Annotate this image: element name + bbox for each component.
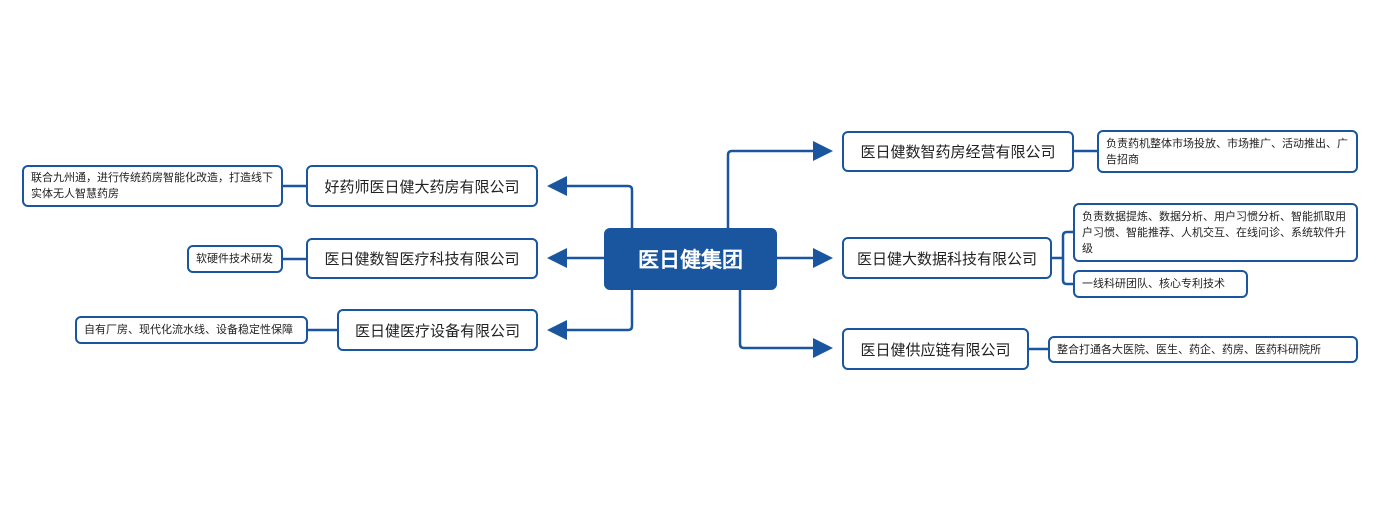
detail-node: 自有厂房、现代化流水线、设备稳定性保障 [75, 316, 308, 344]
root-node[interactable]: 医日健集团 [604, 228, 777, 290]
company-node-supply-chain[interactable]: 医日健供应链有限公司 [842, 328, 1029, 370]
detail-node: 负责数据提炼、数据分析、用户习惯分析、智能抓取用户习惯、智能推荐、人机交互、在线… [1073, 203, 1358, 262]
detail-node: 一线科研团队、核心专利技术 [1073, 270, 1248, 298]
detail-node: 整合打通各大医院、医生、药企、药房、医药科研院所 [1048, 336, 1358, 363]
company-node-pharmacy[interactable]: 好药师医日健大药房有限公司 [306, 165, 538, 207]
detail-node: 负责药机整体市场投放、市场推广、活动推出、广告招商 [1097, 130, 1358, 173]
company-node-equipment[interactable]: 医日健医疗设备有限公司 [337, 309, 538, 351]
detail-node: 联合九州通，进行传统药房智能化改造，打造线下实体无人智慧药房 [22, 165, 283, 207]
connector-left-3 [547, 290, 634, 340]
connector-left-1 [547, 176, 634, 228]
company-node-pharmacy-operations[interactable]: 医日健数智药房经营有限公司 [842, 131, 1074, 172]
detail-node: 软硬件技术研发 [187, 245, 283, 273]
connector-right-1 [726, 141, 833, 228]
company-node-medtech[interactable]: 医日健数智医疗科技有限公司 [306, 238, 538, 279]
connector-right-3 [738, 290, 833, 358]
company-node-bigdata[interactable]: 医日健大数据科技有限公司 [842, 237, 1052, 279]
